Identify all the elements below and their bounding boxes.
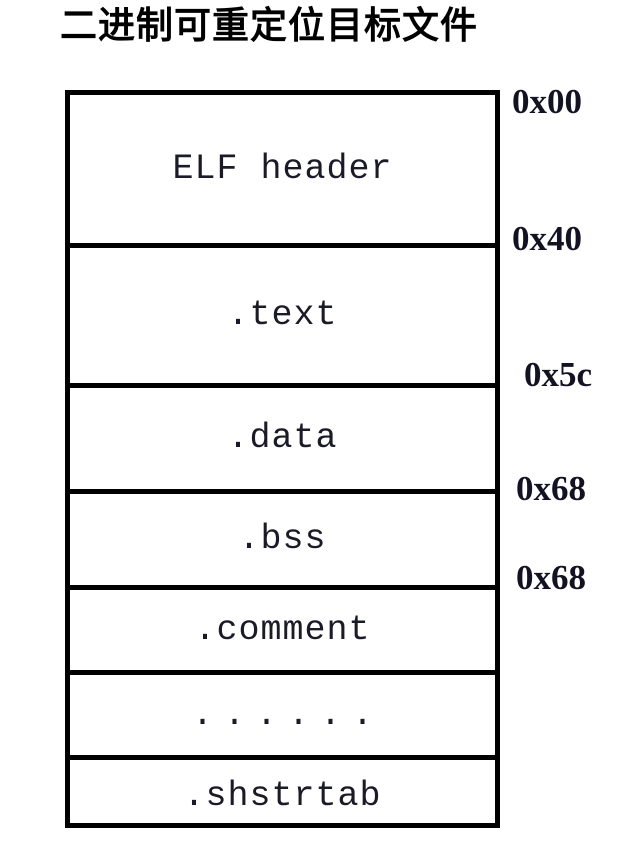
offset-address-label: 0x40	[512, 219, 582, 258]
section-label: .bss	[238, 519, 327, 559]
page-title: 二进制可重定位目标文件	[60, 6, 478, 47]
section-row: .bss	[70, 494, 495, 590]
section-label: .text	[227, 295, 338, 335]
section-row: .comment	[70, 590, 495, 675]
section-row: ......	[70, 675, 495, 760]
section-label: .comment	[194, 609, 371, 650]
section-label: .data	[227, 418, 338, 458]
section-stack: ELF header .text .data .bss .comment...... .s…	[65, 90, 500, 828]
section-label: ELF header	[172, 148, 393, 189]
offset-address-label: 0x68	[516, 469, 586, 508]
section-row: ELF header	[70, 95, 495, 248]
offset-address-label: 0x00	[512, 82, 582, 121]
offset-address-label: 0x5c	[524, 355, 593, 394]
section-row: .text	[70, 248, 495, 388]
section-row: .data	[70, 388, 495, 494]
offset-address-label: 0x68	[516, 558, 586, 597]
section-label: ......	[191, 694, 385, 735]
section-label: .shstrtab	[183, 776, 382, 816]
section-row: .shstrtab	[70, 760, 495, 833]
